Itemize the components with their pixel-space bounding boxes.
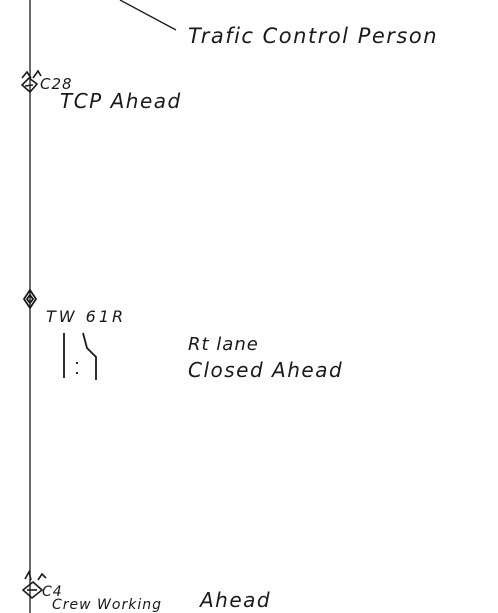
c28-sign-text: TCP Ahead <box>60 89 182 113</box>
flagger-sign-icon <box>20 69 42 94</box>
c28-sign-code: C28 <box>40 75 73 93</box>
tw61r-sign-text-line2: Closed Ahead <box>188 358 344 382</box>
c4-sign-text-line2: Ahead <box>200 588 272 612</box>
worker-sign-icon <box>21 569 47 600</box>
tw61r-sign-text-line1: Rt lane <box>188 334 259 355</box>
lane-closure-taper-icon <box>63 332 97 380</box>
tw61r-sign-code: TW 61R <box>46 307 127 326</box>
traffic-control-person-label: Trafic Control Person <box>188 24 439 48</box>
diamond-sign-icon <box>22 288 38 310</box>
tcp-leader-line <box>119 0 177 31</box>
c4-sign-code: C4 <box>42 584 63 600</box>
c4-sign-text-line1: Crew Working <box>52 597 162 613</box>
